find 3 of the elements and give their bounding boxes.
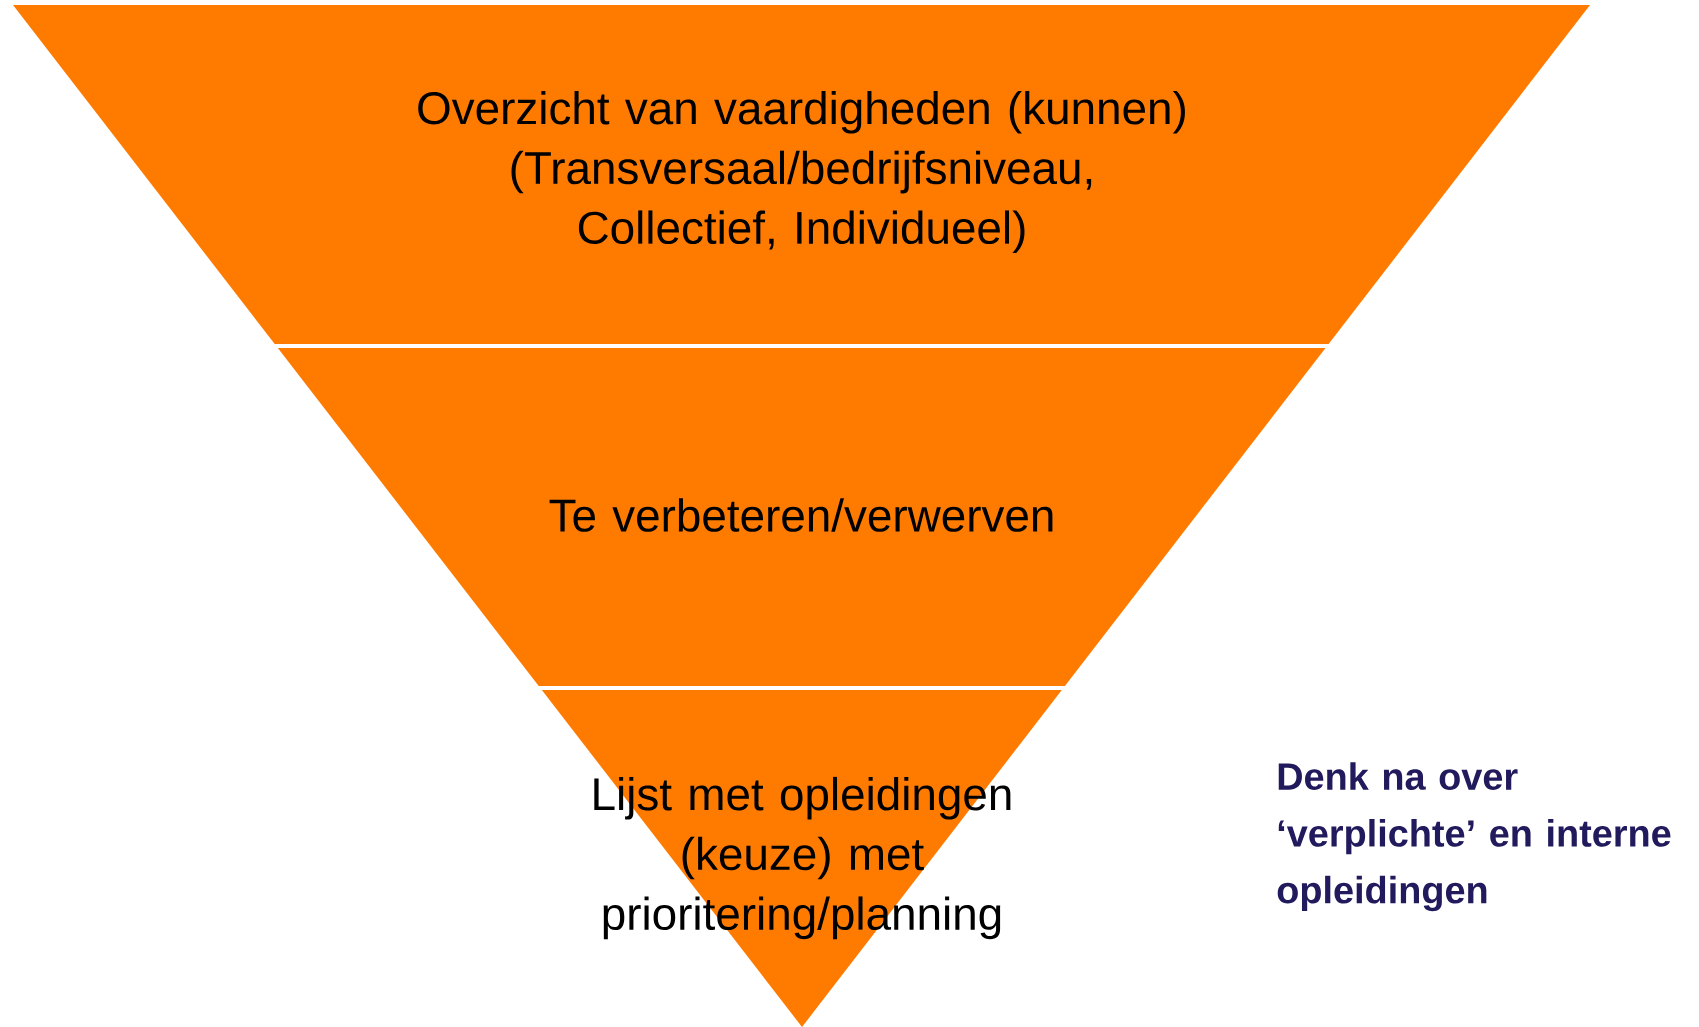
funnel-band: Overzicht van vaardigheden (kunnen) (Transversaal/bedrijfsniveau, Collectief, Individueel) — [13, 5, 1590, 344]
note-text: Denk na over ‘verplichte’ en interne opleidingen — [1277, 762, 1671, 912]
funnel-band: Te verbeteren/verwerven — [277, 348, 1326, 686]
